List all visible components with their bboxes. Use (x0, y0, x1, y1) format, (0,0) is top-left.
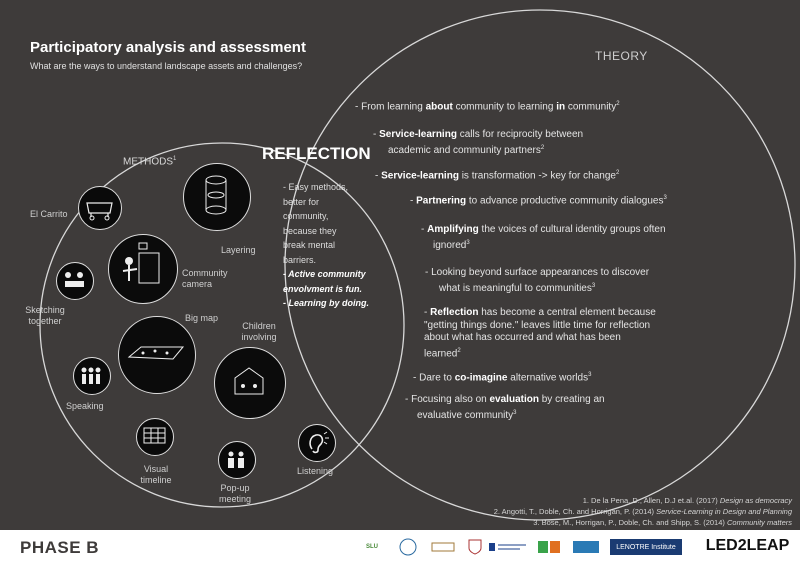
slu-logo: SLU (366, 544, 378, 550)
reference-item: 3. Bose, M., Horrigan, P., Doble, Ch. an… (533, 518, 792, 527)
reflection-line: break mental (283, 240, 336, 250)
reflection-line: barriers. (283, 254, 317, 265)
theory-item: - Reflection has become a central elemen… (424, 307, 656, 359)
big-map-label: Big map (185, 313, 219, 323)
people-icon (65, 272, 84, 287)
reflection-line: community, (283, 211, 329, 221)
pop-up-meeting-image (218, 441, 256, 479)
camera-icon (122, 242, 160, 284)
theory-item: - Dare to co-imagine alternative worlds3 (413, 372, 592, 384)
crest-icon (468, 539, 482, 555)
partner-logo (395, 536, 420, 558)
references: 1. De la Pena, D., Allen, D.J et.al. (20… (494, 495, 792, 528)
big-map-image (118, 316, 196, 394)
layers-icon (205, 175, 227, 215)
methods-circle (39, 142, 405, 508)
partner-emblem-icon (573, 541, 599, 553)
listening-image (298, 424, 336, 462)
map-icon (127, 346, 185, 360)
theory-item: - Service-learning calls for reciprocity… (373, 129, 584, 156)
theory-item: - Focusing also on evaluation by creatin… (405, 394, 605, 421)
meeting-icon (228, 451, 244, 468)
theory-circle (284, 9, 796, 521)
page-subtitle: What are the ways to understand landscap… (30, 61, 303, 71)
partner-emblem-icon (431, 542, 455, 552)
theory-item: - From learning about community to learn… (355, 101, 620, 113)
page-title: Participatory analysis and assessment (30, 39, 306, 56)
layering-image (183, 163, 251, 231)
reflection-bold: envolvment is fun. (283, 283, 363, 294)
sketching-together-image (56, 262, 94, 300)
phase-label: PHASE B (20, 538, 100, 557)
led2leap-logo: LED2LEAP (705, 537, 790, 554)
theory-item: - Amplifying the voices of cultural iden… (421, 224, 666, 251)
children-icon (234, 367, 264, 395)
partner-wordmark-icon (489, 543, 526, 551)
reflection-bold: - Active community (283, 269, 366, 279)
ear-icon (309, 431, 329, 454)
partner-logo (466, 536, 484, 558)
speaking-image (73, 357, 111, 395)
visual-timeline-label: Visual timeline (140, 464, 172, 485)
partner-logo (570, 536, 602, 558)
speaking-label: Speaking (66, 401, 104, 411)
el-carrito-image (78, 186, 122, 230)
reflection-line: because they (283, 225, 337, 236)
speaking-people-icon (81, 367, 101, 384)
reference-item: 2. Angotti, T., Doble, Ch. and Horrigan,… (493, 507, 792, 516)
reference-item: 1. De la Pena, D., Allen, D.J et.al. (20… (582, 496, 792, 505)
ka-emblem-icon (538, 541, 560, 553)
timeline-icon (143, 427, 166, 444)
listening-label: Listening (297, 466, 334, 476)
visual-timeline-image (136, 418, 174, 456)
lenotre-logo: LENOTRE Institute (610, 539, 682, 555)
reflection-text: - Easy methods, better for community, be… (283, 180, 383, 311)
methods-label: METHODS1 (123, 156, 177, 168)
ka-logo (535, 536, 563, 558)
community-camera-label: Community camera (182, 268, 228, 289)
partner-logo (487, 536, 529, 558)
theory-label: THEORY (595, 49, 648, 63)
partner-emblem-icon (399, 538, 416, 556)
pop-up-meeting-label: Pop-up meeting (218, 483, 252, 504)
community-camera-image (108, 234, 178, 304)
theory-item: - Looking beyond surface appearances to … (425, 267, 650, 294)
reflection-bold: - Learning by doing. (283, 298, 369, 308)
partner-logo (428, 536, 458, 558)
cart-icon (86, 202, 113, 221)
reflection-line: - Easy methods, (283, 182, 349, 192)
reflection-label: REFLECTION (262, 144, 371, 163)
children-involving-label: Children involving (241, 321, 277, 342)
sketching-together-label: Sketching together (25, 305, 65, 326)
el-carrito-label: El Carrito (30, 209, 68, 219)
reflection-line: better for (283, 196, 320, 207)
layering-label: Layering (221, 245, 256, 255)
children-involving-image (214, 347, 286, 419)
theory-item: - Partnering to advance productive commu… (410, 195, 667, 207)
theory-item: - Service-learning is transformation -> … (375, 170, 620, 182)
